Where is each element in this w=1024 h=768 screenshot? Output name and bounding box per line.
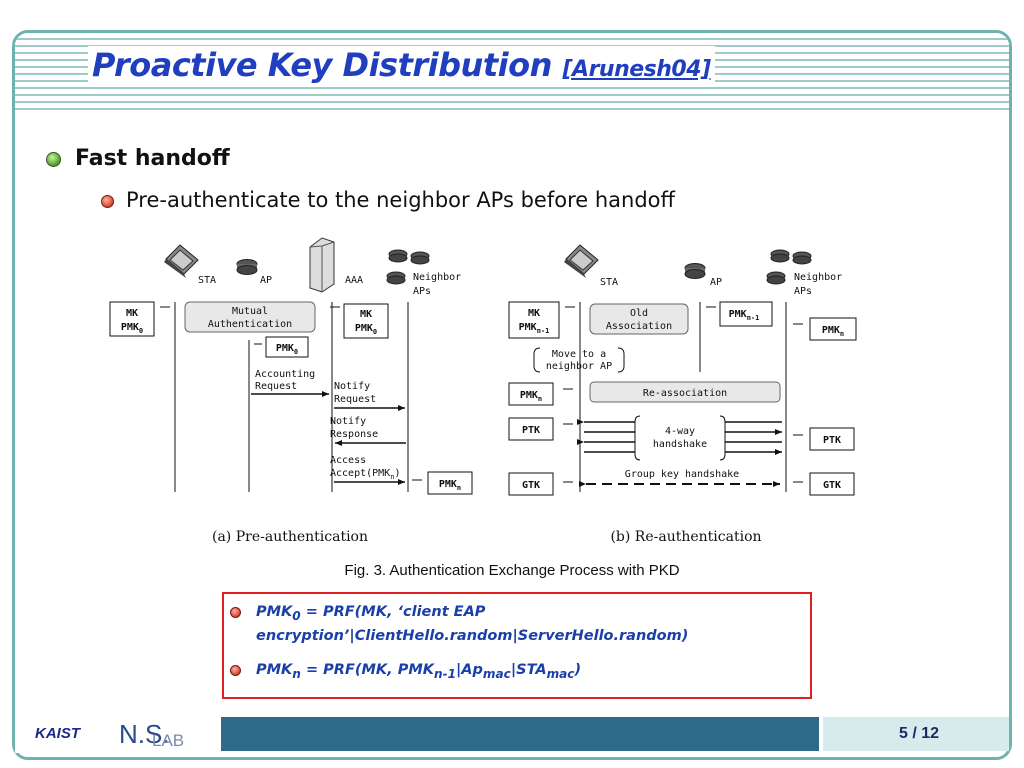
- footer-logo-area: KAIST N.S. LAB: [15, 717, 221, 753]
- a-neighbor-label2: APs: [413, 286, 431, 297]
- a-sta-keys: MK PMK0: [109, 301, 170, 337]
- a-mutual-auth: Mutual Authentication: [184, 301, 316, 333]
- a-notify-req-label2: Request: [334, 394, 376, 405]
- svg-text:Re-association: Re-association: [643, 388, 727, 399]
- bullet-text: Pre-authenticate to the neighbor APs bef…: [126, 188, 675, 212]
- footer: KAIST N.S. LAB 5 / 12: [15, 715, 1009, 755]
- router-icon: [766, 249, 812, 285]
- b-neighbor-label: Neighbor: [794, 272, 842, 283]
- svg-text:PMK0: PMK0: [355, 323, 377, 336]
- router-icon: [236, 259, 258, 275]
- server-icon: [309, 237, 335, 293]
- red-bullet-icon: [230, 665, 241, 676]
- svg-text:Association: Association: [606, 321, 672, 332]
- page-number: 5 / 12: [898, 725, 939, 742]
- b-sta-label: STA: [600, 277, 618, 288]
- svg-text:Authentication: Authentication: [208, 319, 292, 330]
- a-aaa-label: AAA: [345, 275, 363, 286]
- bullet-text: Fast handoff: [75, 146, 230, 171]
- laptop-icon: [164, 244, 199, 278]
- a-neighbor-label: Neighbor: [413, 272, 461, 283]
- authentication-diagram: STA AP AAA Neighbor APs MK: [109, 237, 857, 545]
- b-reassociation: Re-association: [589, 381, 781, 403]
- footer-bar: [221, 717, 819, 751]
- a-ap-label: AP: [260, 275, 272, 286]
- svg-text:4-way: 4-way: [665, 426, 695, 437]
- svg-text:neighbor AP: neighbor AP: [546, 361, 612, 372]
- svg-text:PMKn: PMKn: [520, 390, 542, 403]
- a-notify-resp-label: Notify: [330, 416, 366, 427]
- figure-caption: Fig. 3. Authentication Exchange Process …: [344, 562, 680, 579]
- svg-text:PMKn-1: PMKn-1: [729, 309, 760, 322]
- lab-logo: LAB: [152, 731, 185, 750]
- a-aaa-keys: MK PMK0: [330, 303, 389, 339]
- a-accounting-label: Accounting: [255, 369, 315, 380]
- b-neighbor-pmk: PMKn: [793, 317, 857, 341]
- b-move-note: Move to a neighbor AP: [533, 347, 625, 373]
- b-group-key: Group key handshake: [579, 469, 780, 487]
- b-neighbor-gtk: GTK: [793, 472, 855, 496]
- formula-pmkn: PMKn = PRF(MK, PMKn-1|Apmac|STAmac): [230, 660, 581, 684]
- slide-frame: [12, 30, 1012, 760]
- a-sta-label: STA: [198, 275, 216, 286]
- b-caption: (b) Re-authentication: [610, 529, 761, 545]
- svg-text:handshake: handshake: [653, 439, 707, 450]
- a-accounting-label2: Request: [255, 381, 297, 392]
- svg-text:PMKn: PMKn: [822, 325, 844, 338]
- svg-text:PTK: PTK: [823, 435, 841, 446]
- svg-text:MK: MK: [528, 308, 540, 319]
- b-neighbor-label2: APs: [794, 286, 812, 297]
- b-sta-gtk: GTK: [508, 472, 573, 496]
- svg-text:PTK: PTK: [522, 425, 540, 436]
- ns-logo: N.S.: [119, 719, 170, 749]
- a-caption: (a) Pre-authentication: [212, 529, 368, 545]
- red-bullet-icon: [101, 194, 114, 208]
- formula-pmk0: PMK0 = PRF(MK, ‘client EAP encryption’|C…: [230, 602, 688, 646]
- red-bullet-icon: [230, 607, 241, 618]
- a-access-label: Access: [330, 455, 366, 466]
- footer-page-area: 5 / 12: [823, 717, 1009, 751]
- b-sta-pmkn: PMKn: [508, 382, 573, 406]
- router-icon: [386, 249, 430, 285]
- b-neighbor-ptk: PTK: [793, 427, 855, 451]
- svg-text:PMKn-1: PMKn-1: [519, 322, 550, 335]
- bullet-pre-authenticate: Pre-authenticate to the neighbor APs bef…: [101, 188, 675, 212]
- bullet-fast-handoff: Fast handoff: [46, 146, 230, 171]
- b-sta-ptk: PTK: [508, 417, 573, 441]
- svg-text:GTK: GTK: [823, 480, 841, 491]
- b-ap-label: AP: [710, 277, 722, 288]
- svg-text:Mutual: Mutual: [232, 306, 268, 317]
- svg-text:Group key handshake: Group key handshake: [625, 469, 739, 480]
- svg-text:Old: Old: [630, 308, 648, 319]
- svg-text:PMK0: PMK0: [276, 343, 298, 356]
- kaist-logo: KAIST: [35, 725, 80, 742]
- laptop-icon: [564, 244, 599, 278]
- b-4way-handshake: 4-way handshake: [577, 415, 782, 461]
- b-sta-keys: MK PMKn-1: [508, 301, 575, 339]
- svg-text:MK: MK: [126, 308, 138, 319]
- a-access-label2: Accept(PMKn): [330, 468, 400, 481]
- svg-text:MK: MK: [360, 309, 372, 320]
- router-icon: [684, 263, 706, 279]
- green-bullet-icon: [46, 151, 61, 167]
- a-ap-pmk: PMK0: [254, 336, 309, 358]
- slide-title: Proactive Key Distribution [Arunesh04]: [88, 46, 715, 84]
- b-old-association: Old Association: [589, 303, 689, 335]
- b-ap-pmk: PMKn-1: [706, 301, 773, 327]
- a-notify-resp-label2: Response: [330, 429, 378, 440]
- a-neighbor-pmk: PMKn: [412, 471, 473, 495]
- svg-text:PMKn: PMKn: [439, 479, 461, 492]
- svg-text:GTK: GTK: [522, 480, 540, 491]
- title-main: Proactive Key Distribution: [92, 46, 552, 84]
- a-notify-req-label: Notify: [334, 381, 370, 392]
- formula-box: PMK0 = PRF(MK, ‘client EAP encryption’|C…: [222, 592, 812, 699]
- svg-text:PMK0: PMK0: [121, 322, 143, 335]
- svg-text:Move to a: Move to a: [552, 349, 606, 360]
- title-citation: [Arunesh04]: [562, 57, 712, 82]
